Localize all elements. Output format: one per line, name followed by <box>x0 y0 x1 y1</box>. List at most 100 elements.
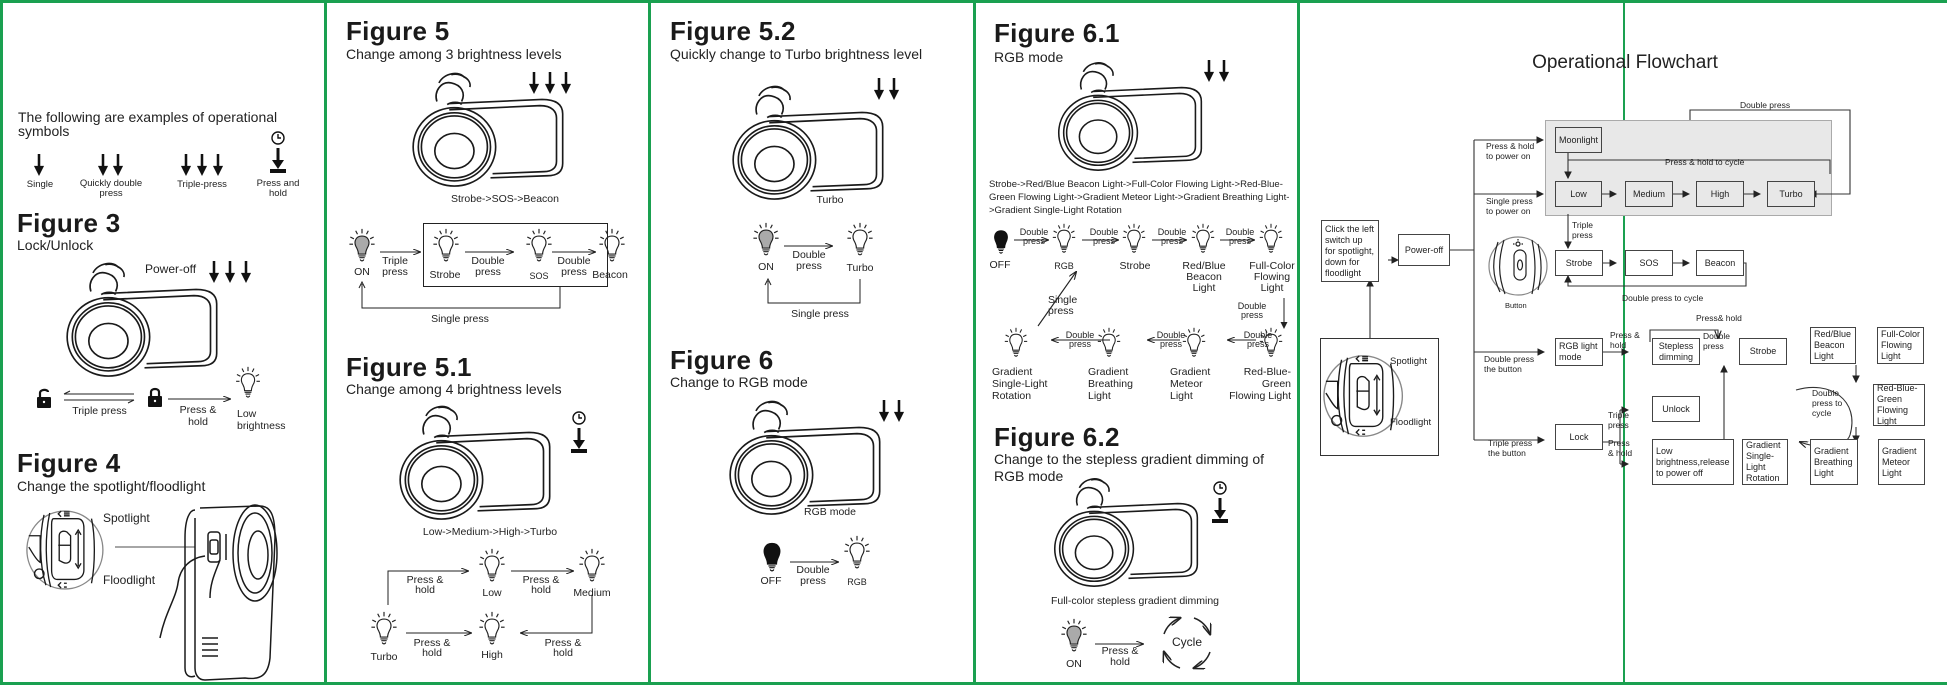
flashlight-illustration <box>399 405 551 520</box>
node-label: SOS <box>529 271 549 281</box>
high-box: High <box>1696 181 1744 207</box>
node-label: Red/Blue Beacon Light <box>1182 260 1226 294</box>
figure-5-caption: Strobe->SOS->Beacon <box>451 193 559 205</box>
edge-label: Double press <box>1237 301 1267 320</box>
node-label: Beacon <box>592 269 628 281</box>
mode-group-box <box>423 223 608 287</box>
node-label: Medium <box>573 587 611 599</box>
figure-5-title: Figure 5 <box>346 16 450 46</box>
unlock-icon <box>36 388 52 408</box>
edge-label: Double press <box>1225 227 1255 246</box>
figure-5-subtitle: Change among 3 brightness levels <box>346 46 562 62</box>
figure-3-subtitle: Lock/Unlock <box>17 237 94 253</box>
triple-press-label: Triple press <box>72 405 127 417</box>
bulb-icon <box>235 366 261 398</box>
sos-box: SOS <box>1625 250 1673 276</box>
bulb-icon <box>843 535 871 569</box>
lock-icon <box>147 387 163 407</box>
stepless-dimming-box: Stepless dimming <box>1652 338 1700 365</box>
return-arrow <box>358 280 561 309</box>
figure-5-1-subtitle: Change among 4 brightness levels <box>346 381 562 397</box>
symbol-label: Quickly double press <box>79 178 143 199</box>
edge-label: Double press <box>796 564 830 587</box>
node-label: Strobe <box>1119 260 1151 272</box>
rgb-mode-return-arrows <box>1037 270 1256 350</box>
flow-label: Press & hold to cycle <box>1665 157 1745 167</box>
rgb-strobe-box: Strobe <box>1739 338 1787 365</box>
figure-3-title: Figure 3 <box>17 208 121 238</box>
arrow <box>552 248 597 256</box>
figure-5-2-title: Figure 5.2 <box>670 16 796 46</box>
cycle-icon <box>1156 612 1218 674</box>
return-arrow <box>764 277 861 304</box>
press-hold-icon <box>269 131 287 174</box>
switch-note-box: Click the left switch up for spotlight, … <box>1321 220 1379 282</box>
hand-holding-flashlight-illustration <box>115 504 278 681</box>
floodlight-label: Floodlight <box>1390 417 1432 428</box>
figure-6-caption: RGB mode <box>804 506 856 518</box>
node-label: ON <box>354 266 370 278</box>
edge-label: Double press <box>1065 330 1095 349</box>
return-label: Single press <box>791 308 849 320</box>
spotlight-label: Spotlight <box>1390 356 1427 367</box>
node-label: Full-Color Flowing Light <box>1249 260 1295 294</box>
lock-box: Lock <box>1555 424 1603 450</box>
arrow <box>168 395 233 403</box>
flashlight-illustration <box>732 85 884 200</box>
low-brightness-label: Low brightness <box>237 408 286 432</box>
node-label: OFF <box>989 259 1011 271</box>
node-label: Strobe <box>429 269 461 281</box>
figure-6-title: Figure 6 <box>670 345 774 375</box>
figure-5-1-title: Figure 5.1 <box>346 352 472 382</box>
figure-6-1-title: Figure 6.1 <box>994 18 1120 48</box>
figure-6-2-caption: Full-color stepless gradient dimming <box>1050 595 1220 607</box>
power-off-box: Power-off <box>1398 234 1450 266</box>
edge-label: Press & hold <box>406 574 444 596</box>
arrow <box>465 248 515 256</box>
strobe-box: Strobe <box>1555 250 1603 276</box>
flow-label: Triple press <box>1572 220 1593 240</box>
moonlight-box: Moonlight <box>1555 127 1602 153</box>
arrow <box>1095 640 1145 648</box>
flowchart-title: Operational Flowchart <box>1532 52 1718 73</box>
edge-label: Double press <box>1157 227 1187 246</box>
node-label: High <box>481 649 503 661</box>
full-color-flowing-box: Full-Color Flowing Light <box>1877 327 1924 364</box>
flow-label: Double press the button <box>1484 354 1535 374</box>
figure-4-title: Figure 4 <box>17 448 121 478</box>
gradient-rotation-box: Gradient Single-Light Rotation <box>1742 439 1788 485</box>
flashlight-illustration <box>66 262 218 377</box>
edge-label: Double press <box>1089 227 1119 246</box>
button-label: Button <box>1505 301 1527 310</box>
node-label: Gradient Breathing Light <box>1088 366 1133 402</box>
panel-divider <box>973 0 976 685</box>
low-box: Low <box>1555 181 1602 207</box>
arrow <box>380 248 422 256</box>
button-closeup-illustration <box>1488 236 1548 296</box>
double-press-arrow-icon <box>1203 60 1230 82</box>
gradient-breathing-box: Gradient Breathing Light <box>1810 439 1858 485</box>
flow-label: Press & hold <box>1610 330 1640 350</box>
panel-divider <box>0 0 3 685</box>
edge-label: Double press <box>1156 330 1186 349</box>
edge-label: Double press <box>1243 330 1273 349</box>
flowchart-connectors <box>1366 109 1860 468</box>
red-blue-green-flowing-box: Red-Blue-Green Flowing Light <box>1873 383 1925 426</box>
flow-label: Single press to power on <box>1486 196 1533 216</box>
rgb-mode-arrows <box>1014 236 1288 329</box>
medium-box: Medium <box>1625 181 1673 207</box>
flow-label: Triple press <box>1608 410 1629 430</box>
bulb-off-icon <box>994 230 1008 254</box>
cycle-label: Cycle <box>1171 635 1202 649</box>
flow-label: Double press to cycle <box>1812 388 1843 418</box>
symbol-label: Press and hold <box>256 178 300 199</box>
node-label: ON <box>1066 658 1082 670</box>
double-press-arrow-icon <box>873 78 900 100</box>
panel-divider <box>1623 0 1625 685</box>
return-label: Single press <box>431 313 489 325</box>
arrow <box>790 558 840 566</box>
beacon-box: Beacon <box>1696 250 1744 276</box>
bulb-on-icon <box>348 228 376 262</box>
edge-label: Press & hold <box>522 574 560 596</box>
turbo-box: Turbo <box>1767 181 1815 207</box>
